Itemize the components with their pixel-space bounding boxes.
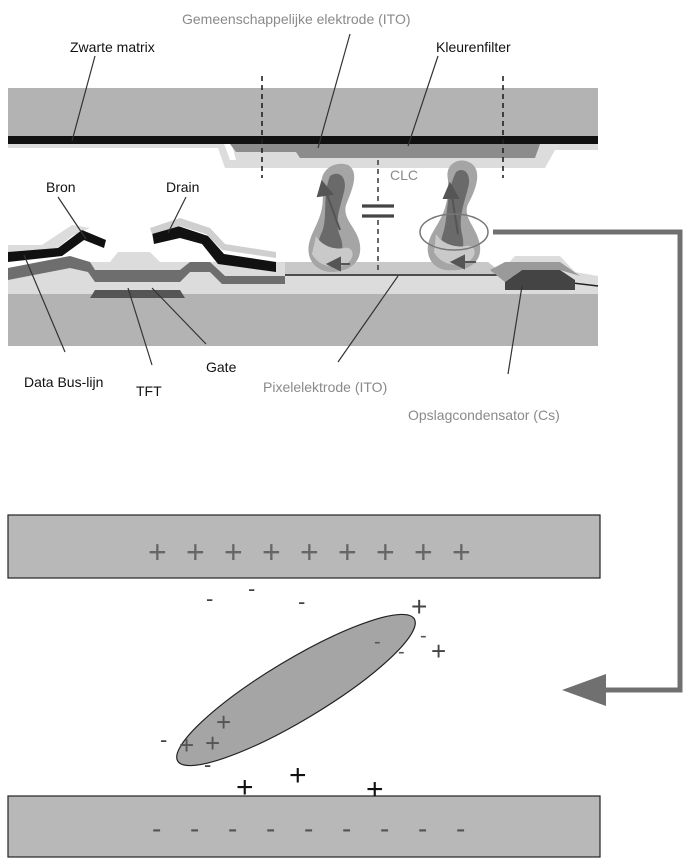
- label-color-filter: Kleurenfilter: [436, 39, 511, 55]
- connector-arrow: [493, 229, 683, 706]
- molecule-highlight-circle: [419, 213, 489, 251]
- color-filter-layer: [230, 144, 540, 158]
- plate-minus-charge: -: [380, 813, 389, 844]
- plate-minus-charge: -: [266, 813, 275, 844]
- minus-charge: -: [204, 752, 211, 777]
- plate-minus-charge: -: [152, 813, 161, 844]
- minus-charge: -: [206, 586, 213, 611]
- label-pixel-electrode: Pixelelektrode (ITO): [263, 379, 387, 395]
- plus-charge: +: [236, 771, 254, 804]
- bottom-electrode-plate: [7, 795, 601, 858]
- liquid-crystal-arrows: [316, 179, 476, 272]
- minus-charge: -: [398, 641, 405, 663]
- top-electrode-plate: [7, 514, 601, 579]
- label-drain: Drain: [166, 179, 199, 195]
- minus-charge: -: [374, 631, 381, 653]
- plate-plus-charge: +: [224, 534, 243, 570]
- plate-plus-charge: +: [338, 534, 357, 570]
- plate-plus-charge: +: [262, 534, 281, 570]
- liquid-crystal-molecule-left: [308, 163, 361, 272]
- label-data-bus-line: Data Bus-lijn: [24, 374, 103, 390]
- plus-charge: +: [205, 728, 220, 758]
- minus-charge: -: [420, 625, 427, 647]
- label-common-electrode: Gemeenschappelijke elektrode (ITO): [182, 11, 411, 27]
- liquid-crystal-molecule-right: [427, 160, 481, 271]
- label-black-matrix: Zwarte matrix: [70, 39, 155, 55]
- plate-minus-charge: -: [342, 813, 351, 844]
- top-plate-plus-charges: + + + + + + + + +: [148, 534, 471, 570]
- minus-charge: -: [248, 576, 255, 601]
- plus-charge: +: [366, 773, 384, 806]
- label-storage-capacitor: Opslagcondensator (Cs): [408, 407, 560, 423]
- plate-plus-charge: +: [376, 534, 395, 570]
- free-charges: - - - + - - - + + - + + - + + +: [160, 576, 446, 806]
- label-clc: CLC: [390, 167, 418, 183]
- minus-charge: -: [160, 727, 167, 752]
- label-source: Bron: [46, 179, 76, 195]
- plate-plus-charge: +: [452, 534, 471, 570]
- plus-charge: +: [431, 636, 446, 666]
- plate-plus-charge: +: [148, 534, 167, 570]
- bottom-plate-minus-charges: ---------: [152, 813, 465, 844]
- plate-plus-charge: +: [414, 534, 433, 570]
- plate-minus-charge: -: [418, 813, 427, 844]
- clc-capacitor-symbol: [362, 160, 394, 272]
- plus-charge: +: [411, 591, 427, 622]
- plate-minus-charge: -: [190, 813, 199, 844]
- leader-lines: [23, 33, 523, 375]
- plus-charge: +: [289, 759, 307, 792]
- label-tft: TFT: [136, 383, 162, 399]
- arrow-head-icon: [562, 674, 606, 706]
- source-electrode: [8, 230, 106, 262]
- plate-plus-charge: +: [186, 534, 205, 570]
- plus-charge: +: [179, 730, 194, 760]
- black-matrix-strip: [8, 136, 598, 144]
- plate-minus-charge: -: [228, 813, 237, 844]
- label-gate: Gate: [206, 359, 237, 375]
- minus-charge: -: [298, 589, 305, 614]
- tft-stack: [8, 218, 285, 298]
- storage-capacitor-element: [490, 262, 580, 290]
- liquid-crystal-molecule-ellipse: [176, 613, 416, 767]
- plate-minus-charge: -: [304, 813, 313, 844]
- plus-charge: +: [216, 707, 231, 737]
- plate-minus-charge: -: [456, 813, 465, 844]
- plate-plus-charge: +: [300, 534, 319, 570]
- drain-electrode: [152, 226, 276, 272]
